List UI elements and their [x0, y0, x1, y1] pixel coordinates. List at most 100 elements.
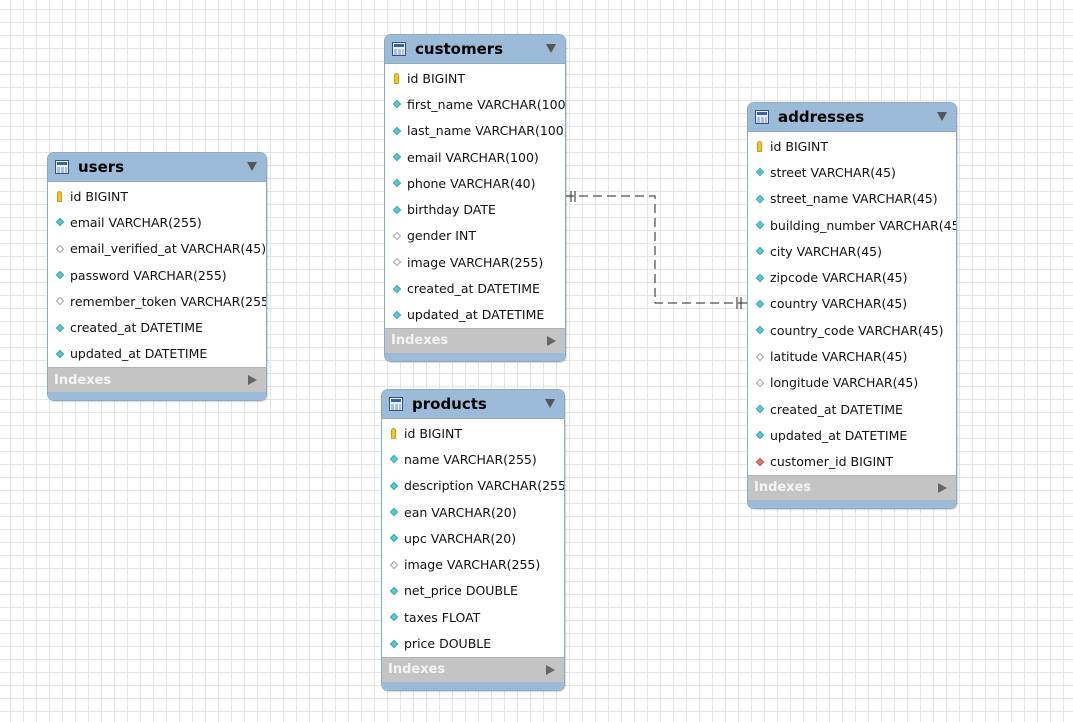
column-row[interactable]: description VARCHAR(255)	[382, 473, 564, 499]
not-null-column-icon	[48, 349, 68, 359]
column-row[interactable]: first_name VARCHAR(100)	[385, 91, 565, 117]
column-row[interactable]: last_name VARCHAR(100)	[385, 118, 565, 144]
column-row[interactable]: created_at DATETIME	[748, 396, 956, 422]
table-addresses[interactable]: addresses id BIGINT street VARCHAR(45) str…	[747, 102, 957, 509]
column-row[interactable]: price DOUBLE	[382, 630, 564, 656]
column-row[interactable]: building_number VARCHAR(45)	[748, 212, 956, 238]
column-row[interactable]: upc VARCHAR(20)	[382, 525, 564, 551]
expand-arrow-icon[interactable]	[547, 335, 556, 346]
column-row[interactable]: name VARCHAR(255)	[382, 446, 564, 472]
column-label: email VARCHAR(255)	[70, 214, 202, 230]
expand-arrow-icon[interactable]	[248, 375, 257, 386]
column-row[interactable]: taxes FLOAT	[382, 604, 564, 630]
table-header[interactable]: products	[382, 390, 564, 419]
column-row[interactable]: updated_at DATETIME	[748, 422, 956, 448]
column-row[interactable]: country_code VARCHAR(45)	[748, 317, 956, 343]
collapse-arrow-icon[interactable]	[545, 399, 555, 408]
column-label: upc VARCHAR(20)	[404, 530, 517, 546]
expand-arrow-icon[interactable]	[546, 664, 555, 675]
table-footer	[382, 681, 564, 690]
column-label: created_at DATETIME	[70, 320, 203, 336]
column-label: customer_id BIGINT	[770, 454, 894, 470]
not-null-column-icon	[385, 205, 405, 214]
column-row[interactable]: email_verified_at VARCHAR(45)	[48, 236, 266, 262]
table-users[interactable]: users id BIGINT email VARCHAR(255) email_v…	[47, 152, 267, 402]
column-row[interactable]: ean VARCHAR(20)	[382, 499, 564, 525]
column-label: latitude VARCHAR(45)	[770, 349, 908, 365]
column-label: image VARCHAR(255)	[407, 254, 544, 270]
not-null-column-icon	[385, 100, 405, 109]
not-null-column-icon	[385, 310, 405, 320]
table-icon	[755, 110, 769, 124]
column-row[interactable]: gender INT	[385, 223, 565, 249]
table-title: users	[78, 158, 125, 176]
primary-key-icon	[48, 190, 68, 202]
not-null-column-icon	[382, 639, 402, 648]
column-label: country VARCHAR(45)	[770, 296, 908, 312]
column-label: street VARCHAR(45)	[770, 164, 896, 180]
column-row[interactable]: id BIGINT	[382, 420, 564, 446]
column-label: email VARCHAR(100)	[407, 149, 539, 165]
column-row[interactable]: image VARCHAR(255)	[385, 249, 565, 275]
column-label: updated_at DATETIME	[770, 427, 908, 443]
column-label: updated_at DATETIME	[70, 346, 208, 362]
column-row[interactable]: net_price DOUBLE	[382, 578, 564, 604]
column-row[interactable]: updated_at DATETIME	[385, 302, 565, 328]
column-row[interactable]: country VARCHAR(45)	[748, 291, 956, 317]
expand-arrow-icon[interactable]	[938, 482, 947, 493]
indexes-bar[interactable]: Indexes	[748, 474, 956, 500]
not-null-column-icon	[48, 270, 68, 280]
table-header[interactable]: users	[48, 153, 266, 182]
column-row[interactable]: updated_at DATETIME	[48, 341, 266, 367]
not-null-column-icon	[382, 481, 402, 490]
column-label: net_price DOUBLE	[404, 583, 518, 599]
indexes-label: Indexes	[388, 662, 446, 678]
table-header[interactable]: addresses	[748, 103, 956, 132]
column-row[interactable]: zipcode VARCHAR(45)	[748, 264, 956, 290]
column-label: ean VARCHAR(20)	[404, 504, 517, 520]
column-row[interactable]: email VARCHAR(255)	[48, 209, 266, 235]
column-row[interactable]: email VARCHAR(100)	[385, 144, 565, 170]
column-label: remember_token VARCHAR(255)	[70, 293, 267, 309]
table-header[interactable]: customers	[385, 35, 565, 64]
column-label: phone VARCHAR(40)	[407, 175, 536, 191]
not-null-column-icon	[385, 179, 405, 188]
column-row[interactable]: phone VARCHAR(40)	[385, 170, 565, 196]
column-row[interactable]: created_at DATETIME	[48, 314, 266, 340]
not-null-column-icon	[748, 220, 768, 230]
column-label: image VARCHAR(255)	[404, 557, 541, 573]
column-row[interactable]: city VARCHAR(45)	[748, 238, 956, 264]
indexes-bar[interactable]: Indexes	[385, 327, 565, 353]
column-row[interactable]: id BIGINT	[748, 133, 956, 159]
column-row[interactable]: id BIGINT	[48, 183, 266, 209]
column-row[interactable]: street VARCHAR(45)	[748, 159, 956, 185]
column-row[interactable]: created_at DATETIME	[385, 275, 565, 301]
column-row[interactable]: street_name VARCHAR(45)	[748, 186, 956, 212]
foreign-key-icon	[748, 457, 768, 466]
column-row[interactable]: latitude VARCHAR(45)	[748, 343, 956, 369]
not-null-column-icon	[382, 586, 402, 596]
column-row[interactable]: birthday DATE	[385, 196, 565, 222]
column-list: id BIGINT email VARCHAR(255) email_verifie…	[48, 182, 266, 367]
indexes-bar[interactable]: Indexes	[48, 367, 266, 393]
collapse-arrow-icon[interactable]	[546, 44, 556, 53]
collapse-arrow-icon[interactable]	[937, 112, 947, 121]
collapse-arrow-icon[interactable]	[247, 162, 257, 171]
column-row[interactable]: password VARCHAR(255)	[48, 262, 266, 288]
indexes-bar[interactable]: Indexes	[382, 656, 564, 682]
relationship-line	[565, 195, 747, 304]
column-row[interactable]: longitude VARCHAR(45)	[748, 370, 956, 396]
column-label: birthday DATE	[407, 202, 496, 218]
column-row[interactable]: remember_token VARCHAR(255)	[48, 288, 266, 314]
primary-key-icon	[748, 140, 768, 152]
column-row[interactable]: image VARCHAR(255)	[382, 551, 564, 577]
column-row[interactable]: id BIGINT	[385, 65, 565, 91]
not-null-column-icon	[748, 299, 768, 309]
nullable-column-icon	[382, 560, 402, 569]
table-title: customers	[415, 40, 504, 58]
column-row[interactable]: customer_id BIGINT	[748, 449, 956, 475]
